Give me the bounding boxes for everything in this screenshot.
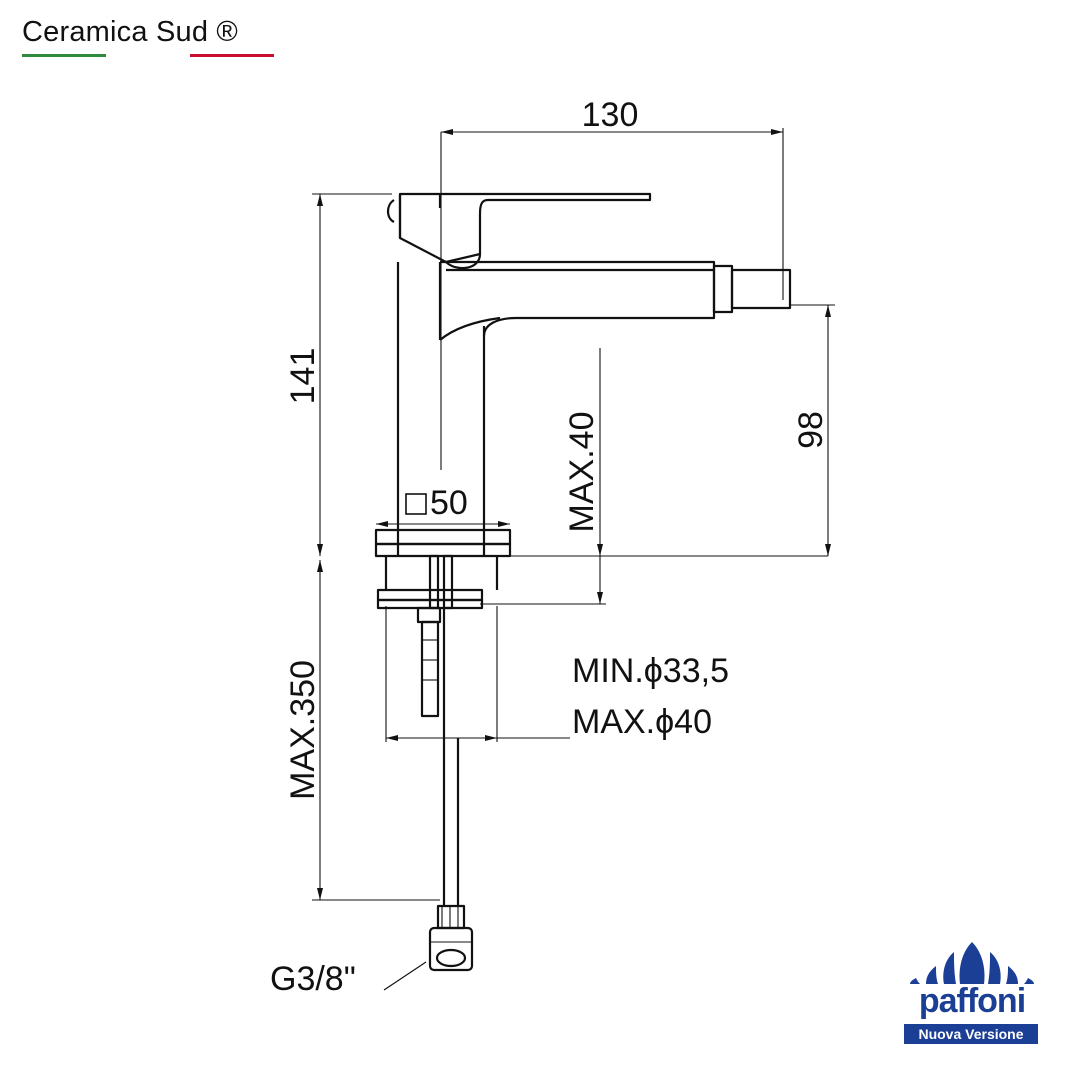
mounting-kit (376, 554, 499, 972)
paffoni-logo: paffoni Nuova Versione (902, 938, 1042, 1048)
dimension-98: 98 (790, 304, 835, 556)
dimension-max-350: MAX.350 (284, 560, 440, 901)
brand-name: Ceramica Sud ® (22, 16, 238, 48)
flag-green (22, 54, 106, 57)
dimension-max-350-label: MAX.350 (284, 660, 322, 800)
hole-max-label: MAX.ϕ40 (572, 703, 712, 741)
dimension-141-label: 141 (284, 348, 322, 405)
dimension-141: 141 (284, 193, 392, 556)
dimension-base-50-label: 50 (430, 484, 468, 522)
square-symbol-icon (405, 493, 427, 515)
dimension-max-40: MAX.40 (480, 348, 606, 605)
connector-annotation: G3/8" (270, 960, 427, 998)
fountain-logo-icon (910, 942, 1034, 984)
dimension-98-label: 98 (792, 411, 830, 449)
brand-flag-underline (22, 54, 274, 57)
flag-red (190, 54, 274, 57)
dimension-max-40-label: MAX.40 (563, 412, 601, 533)
dimension-130: 130 (440, 96, 784, 470)
dimension-base-50: 50 (376, 484, 510, 527)
logo-tagline: Nuova Versione (904, 1024, 1038, 1044)
dimension-130-label: 130 (582, 96, 639, 134)
connector-label: G3/8" (270, 960, 356, 998)
logo-wordmark: paffoni (918, 982, 1026, 1020)
faucet-body (374, 192, 828, 558)
hole-min-label: MIN.ϕ33,5 (572, 652, 729, 690)
dimension-hole-diameter: MIN.ϕ33,5 MAX.ϕ40 (385, 606, 729, 742)
